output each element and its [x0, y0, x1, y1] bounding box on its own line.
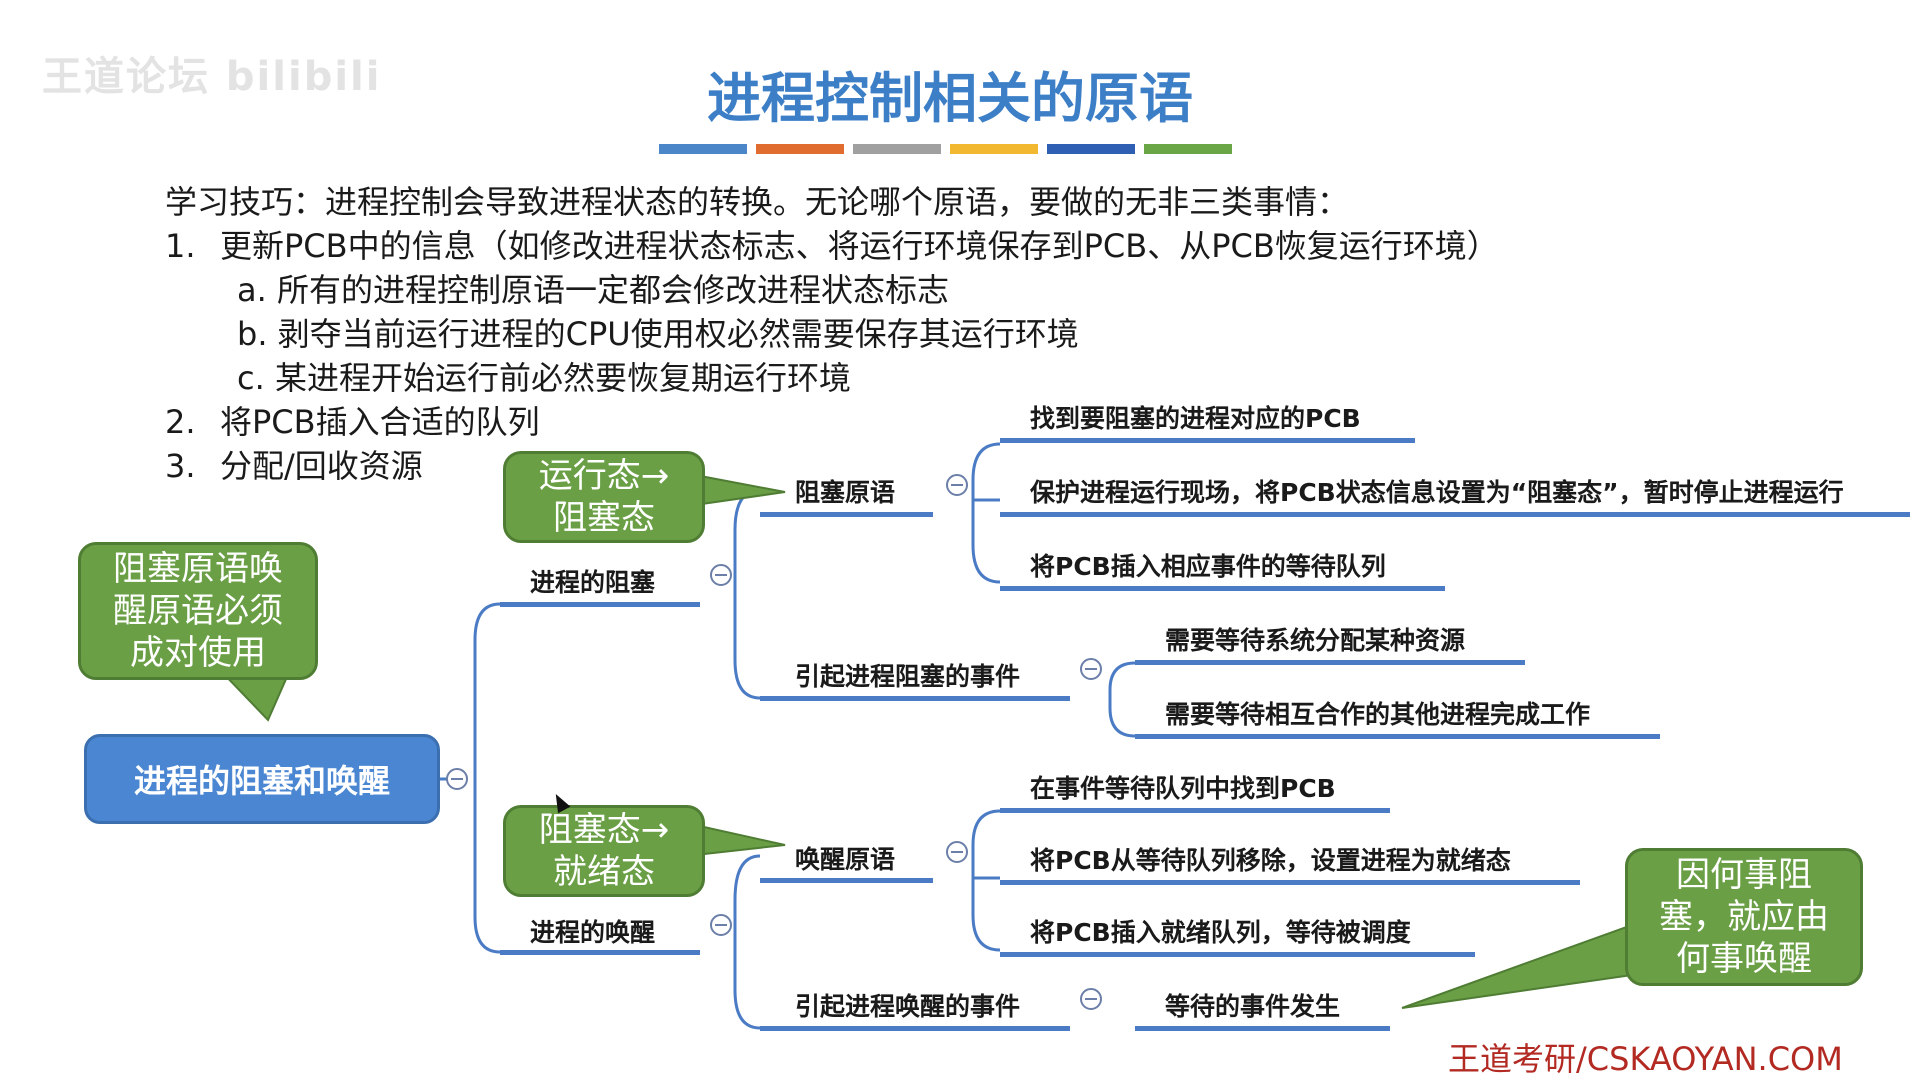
collapse-toggle-icon[interactable]: [1080, 988, 1102, 1010]
mindmap-root-node[interactable]: 进程的阻塞和唤醒: [84, 734, 440, 824]
node-underline: [760, 512, 933, 517]
node-block-step[interactable]: 保护进程运行现场，将PCB状态信息设置为“阻塞态”，暂时停止进程运行: [1030, 478, 1844, 507]
tips-subitem: b. 剥夺当前运行进程的CPU使用权必然需要保存其运行环境: [237, 315, 1079, 353]
node-underline: [760, 878, 933, 883]
tips-subitem: c. 某进程开始运行前必然要恢复期运行环境: [237, 359, 851, 397]
collapse-toggle-icon[interactable]: [710, 914, 732, 936]
node-underline: [1135, 660, 1525, 665]
color-segment: [659, 144, 747, 154]
node-underline: [1000, 952, 1475, 957]
node-block-events[interactable]: 引起进程阻塞的事件: [795, 662, 1021, 691]
tips-item: 3.分配/回收资源: [165, 447, 423, 485]
tips-item: 2.将PCB插入合适的队列: [165, 403, 540, 441]
node-underline: [760, 1026, 1070, 1031]
tips-subitem: a. 所有的进程控制原语一定都会修改进程状态标志: [237, 271, 949, 309]
callout-cause-wakeup: 因何事阻塞，就应由何事唤醒: [1625, 848, 1863, 986]
tips-item: 1.更新PCB中的信息（如修改进程状态标志、将运行环境保存到PCB、从PCB恢复…: [165, 227, 1499, 265]
node-block-event[interactable]: 需要等待系统分配某种资源: [1165, 626, 1466, 655]
color-bar: [659, 144, 1232, 154]
callout-run-to-block: 运行态→阻塞态: [503, 451, 705, 543]
collapse-toggle-icon[interactable]: [1080, 658, 1102, 680]
color-segment: [756, 144, 844, 154]
collapse-toggle-icon[interactable]: [710, 564, 732, 586]
collapse-toggle-icon[interactable]: [946, 474, 968, 496]
callout-block-to-ready: 阻塞态→就绪态: [503, 805, 705, 897]
collapse-toggle-icon[interactable]: [946, 841, 968, 863]
collapse-toggle-icon[interactable]: [446, 768, 468, 790]
color-segment: [1144, 144, 1232, 154]
color-segment: [853, 144, 941, 154]
study-tips: 学习技巧：进程控制会导致进程状态的转换。无论哪个原语，要做的无非三类事情： 1.…: [165, 180, 1499, 488]
node-block-step[interactable]: 将PCB插入相应事件的等待队列: [1030, 552, 1386, 581]
node-process-wakeup[interactable]: 进程的唤醒: [530, 918, 656, 947]
node-underline: [500, 602, 700, 607]
node-wakeup-step[interactable]: 在事件等待队列中找到PCB: [1030, 774, 1336, 803]
node-underline: [1000, 438, 1415, 443]
node-process-block[interactable]: 进程的阻塞: [530, 568, 656, 597]
node-underline: [1135, 1026, 1390, 1031]
node-wakeup-step[interactable]: 将PCB从等待队列移除，设置进程为就绪态: [1030, 846, 1511, 875]
node-underline: [1000, 808, 1390, 813]
callout-pair-usage: 阻塞原语唤醒原语必须成对使用: [78, 542, 318, 680]
color-segment: [950, 144, 1038, 154]
node-block-step[interactable]: 找到要阻塞的进程对应的PCB: [1030, 404, 1361, 433]
node-wakeup-step[interactable]: 将PCB插入就绪队列，等待被调度: [1030, 918, 1411, 947]
node-block-event[interactable]: 需要等待相互合作的其他进程完成工作: [1165, 700, 1591, 729]
node-underline: [760, 696, 1070, 701]
slide-title: 进程控制相关的原语: [707, 67, 1193, 130]
node-underline: [1000, 880, 1580, 885]
footer-brand: 王道考研/CSKAOYAN.COM: [1448, 1040, 1843, 1078]
node-underline: [1000, 586, 1445, 591]
tips-intro: 学习技巧：进程控制会导致进程状态的转换。无论哪个原语，要做的无非三类事情：: [165, 183, 1350, 221]
color-segment: [1047, 144, 1135, 154]
watermark: 王道论坛 bilibili: [42, 54, 382, 100]
node-wakeup-events[interactable]: 引起进程唤醒的事件: [795, 992, 1021, 1021]
node-wakeup-event[interactable]: 等待的事件发生: [1165, 992, 1341, 1021]
node-underline: [1135, 734, 1660, 739]
node-wakeup-primitive[interactable]: 唤醒原语: [795, 845, 896, 874]
node-block-primitive[interactable]: 阻塞原语: [795, 478, 896, 507]
node-underline: [500, 950, 700, 955]
node-underline: [1000, 512, 1910, 517]
